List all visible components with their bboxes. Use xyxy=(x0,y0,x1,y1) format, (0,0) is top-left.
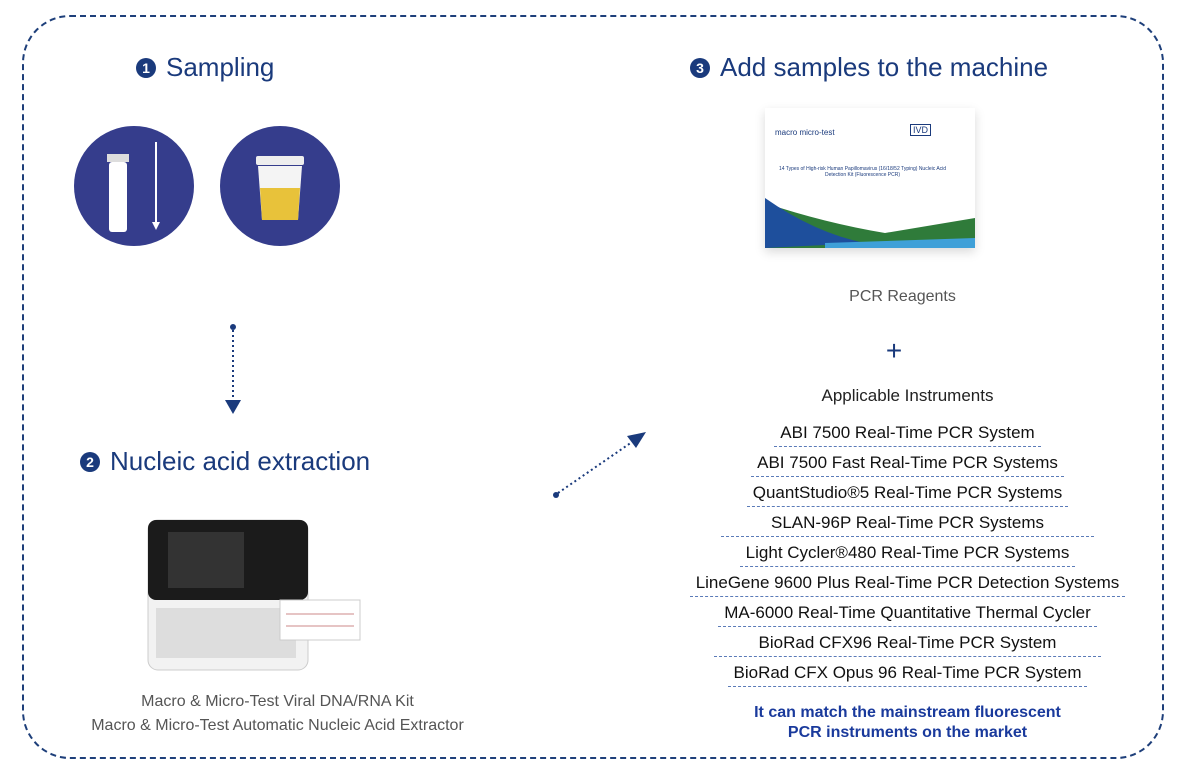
step-extraction-heading: 2 Nucleic acid extraction xyxy=(80,446,370,477)
step-sampling-heading: 1 Sampling xyxy=(136,52,274,83)
step-title: Sampling xyxy=(166,52,275,82)
compatibility-note: It can match the mainstream fluorescent … xyxy=(680,703,1135,743)
step-number: 2 xyxy=(80,451,100,472)
step-number: 3 xyxy=(690,57,710,78)
instrument-list: ABI 7500 Real-Time PCR System ABI 7500 F… xyxy=(680,417,1135,687)
extraction-caption: Macro & Micro-Test Viral DNA/RNA Kit Mac… xyxy=(65,690,490,738)
instrument-item: MA-6000 Real-Time Quantitative Thermal C… xyxy=(718,603,1097,627)
ivd-badge: IVD xyxy=(910,124,932,136)
note-line: PCR instruments on the market xyxy=(787,724,1028,741)
instrument-item: BioRad CFX Opus 96 Real-Time PCR System xyxy=(727,663,1088,687)
box-title: 14 Types of High-risk Human Papillomavir… xyxy=(778,166,947,178)
instrument-item: QuantStudio®5 Real-Time PCR Systems xyxy=(746,483,1069,507)
kit-caption: Macro & Micro-Test Viral DNA/RNA Kit xyxy=(141,693,414,710)
plus-icon: + xyxy=(885,335,903,366)
instrument-item: LineGene 9600 Plus Real-Time PCR Detecti… xyxy=(689,573,1126,597)
nucleic-acid-extractor-image xyxy=(140,510,370,685)
step-title: Nucleic acid extraction xyxy=(110,446,371,476)
swab-tube-icon xyxy=(74,126,194,246)
instrument-item: BioRad CFX96 Real-Time PCR System xyxy=(713,633,1102,657)
note-line: It can match the mainstream fluorescent xyxy=(754,704,1061,721)
pcr-reagents-label: PCR Reagents xyxy=(849,288,956,305)
instrument-item: Light Cycler®480 Real-Time PCR Systems xyxy=(739,543,1076,567)
urine-cup-icon xyxy=(220,126,340,246)
pcr-reagent-box-image: macro micro-test IVD 14 Types of High-ri… xyxy=(765,108,975,248)
instrument-item: ABI 7500 Fast Real-Time PCR Systems xyxy=(751,453,1064,477)
extractor-caption: Macro & Micro-Test Automatic Nucleic Aci… xyxy=(91,717,464,734)
step-title: Add samples to the machine xyxy=(720,52,1049,82)
dashed-frame xyxy=(22,15,1164,759)
step-add-samples-heading: 3 Add samples to the machine xyxy=(690,52,1048,83)
applicable-instruments-label: Applicable Instruments xyxy=(821,386,994,405)
box-brand: macro micro-test xyxy=(775,128,835,137)
instrument-item: SLAN-96P Real-Time PCR Systems xyxy=(720,513,1095,537)
instrument-item: ABI 7500 Real-Time PCR System xyxy=(774,423,1041,447)
step-number: 1 xyxy=(136,57,156,78)
